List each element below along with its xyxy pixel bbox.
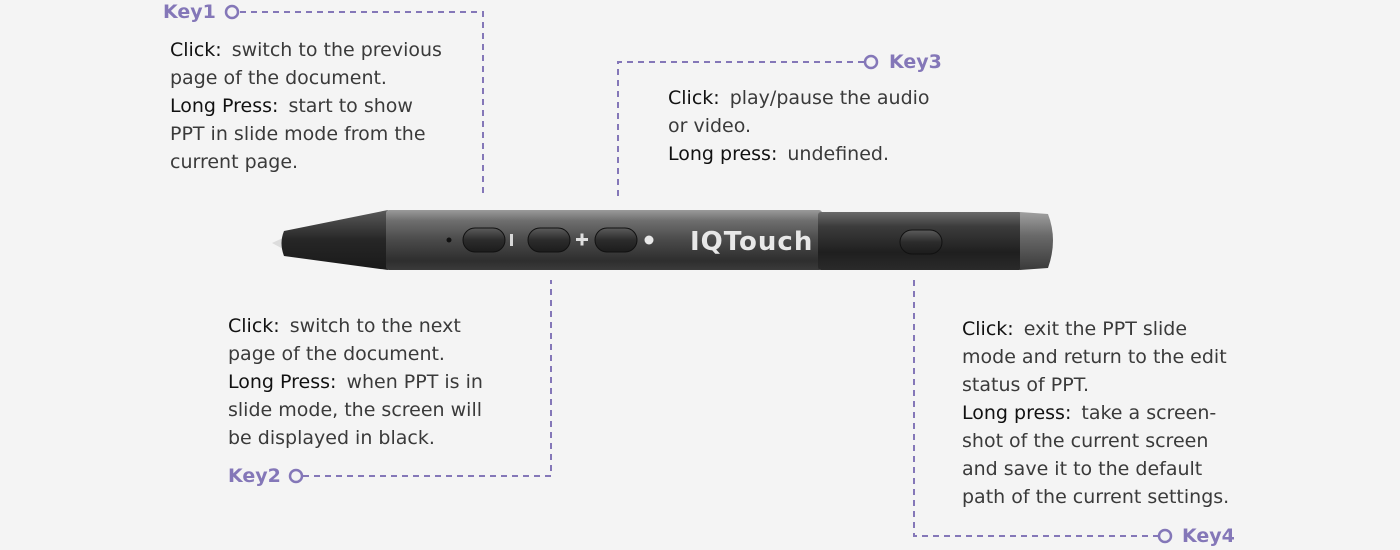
action-term: Long Press: [170, 95, 279, 117]
action-term: Click: [170, 39, 222, 61]
key1-label: Key1 [163, 1, 216, 23]
action-text: switch to the next [289, 315, 461, 337]
action-term: Click: [962, 318, 1014, 340]
action-text: and save it to the default [962, 458, 1203, 480]
key3-label: Key3 [889, 51, 942, 73]
description-line: PPT in slide mode from the [170, 120, 470, 148]
action-text: shot of the current screen [962, 430, 1209, 452]
key4-button[interactable] [899, 229, 943, 255]
dot-icon [644, 235, 654, 245]
action-text: mode and return to the edit [962, 346, 1227, 368]
key4-description: Click: exit the PPT slide mode and return … [962, 315, 1262, 511]
action-text: take a screen- [1081, 402, 1217, 424]
key1-marker [224, 4, 240, 20]
action-term: Click: [668, 87, 720, 109]
key2-marker [288, 468, 304, 484]
action-text: switch to the previous [231, 39, 442, 61]
description-line: Click: play/pause the audio [668, 84, 968, 112]
description-line: Long press: take a screen- [962, 399, 1262, 427]
key4-marker [1157, 528, 1173, 544]
description-line: page of the document. [170, 64, 470, 92]
led-dot-icon [446, 237, 452, 243]
action-term: Long press: [668, 143, 778, 165]
key3-description: Click: play/pause the audio or video. Long … [668, 84, 968, 168]
action-text: or video. [668, 115, 752, 137]
description-line: current page. [170, 148, 470, 176]
action-text: current page. [170, 151, 299, 173]
key2-connector [303, 280, 552, 477]
action-text: page of the document. [228, 343, 445, 365]
brand-logo: IQTouch [690, 227, 813, 257]
description-line: path of the current settings. [962, 483, 1262, 511]
key3-marker [863, 54, 879, 70]
plus-icon [576, 233, 588, 246]
action-term: Long Press: [228, 371, 337, 393]
action-term: Click: [228, 315, 280, 337]
key1-button[interactable] [462, 227, 506, 253]
pen-tip [281, 210, 388, 270]
action-text: start to show [288, 95, 413, 117]
action-text: play/pause the audio [729, 87, 930, 109]
action-text: exit the PPT slide [1023, 318, 1188, 340]
description-line: mode and return to the edit [962, 343, 1262, 371]
action-text: status of PPT. [962, 374, 1090, 396]
pen-cap [1020, 212, 1053, 270]
key4-connector [913, 280, 1158, 537]
key2-button[interactable] [527, 227, 571, 253]
action-text: page of the document. [170, 67, 387, 89]
key3-button[interactable] [594, 227, 638, 253]
description-line: Long Press: when PPT is in [228, 368, 528, 396]
key3-connector [617, 61, 864, 200]
description-line: page of the document. [228, 340, 528, 368]
description-line: or video. [668, 112, 968, 140]
action-text: undefined. [787, 143, 890, 165]
key2-description: Click: switch to the next page of the docu… [228, 312, 528, 452]
description-line: slide mode, the screen will [228, 396, 528, 424]
description-line: shot of the current screen [962, 427, 1262, 455]
description-line: Long press: undefined. [668, 140, 968, 168]
minus-bar-icon [510, 234, 513, 246]
key1-description: Click: switch to the previous page of the … [170, 36, 470, 176]
description-line: Click: switch to the previous [170, 36, 470, 64]
action-text: path of the current settings. [962, 486, 1230, 508]
description-line: and save it to the default [962, 455, 1262, 483]
description-line: Click: switch to the next [228, 312, 528, 340]
action-text: PPT in slide mode from the [170, 123, 426, 145]
action-text: slide mode, the screen will [228, 399, 483, 421]
action-text: be displayed in black. [228, 427, 435, 449]
action-term: Long press: [962, 402, 1072, 424]
description-line: be displayed in black. [228, 424, 528, 452]
action-text: when PPT is in [346, 371, 483, 393]
description-line: status of PPT. [962, 371, 1262, 399]
key4-label: Key4 [1182, 525, 1235, 547]
description-line: Long Press: start to show [170, 92, 470, 120]
description-line: Click: exit the PPT slide [962, 315, 1262, 343]
key1-connector [240, 11, 484, 196]
key2-label: Key2 [228, 465, 281, 487]
